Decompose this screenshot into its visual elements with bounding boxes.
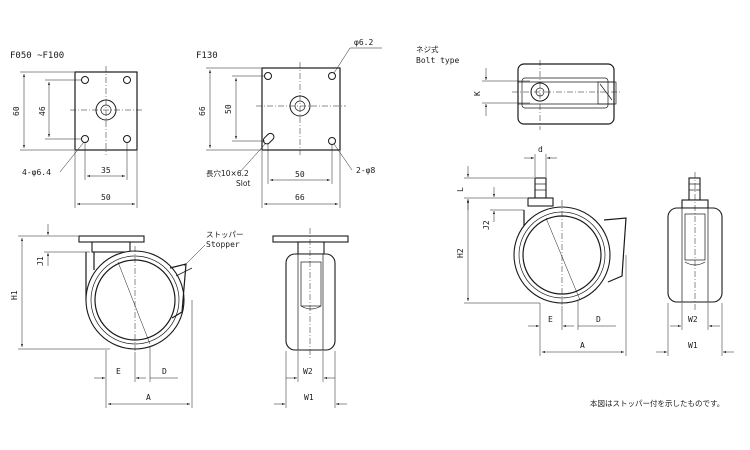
dim-J2: J2	[482, 220, 491, 230]
bolt-type-label: Bolt type	[416, 56, 460, 65]
dim-E-1: E	[116, 367, 121, 376]
dim-46: 46	[38, 106, 47, 116]
dim-35: 35	[101, 166, 111, 175]
dim-d: d	[538, 145, 543, 154]
dim-W1-a: W1	[304, 393, 314, 402]
dim-K: K	[473, 91, 482, 96]
dim-A-1: A	[146, 393, 151, 402]
f050-title: F050 ~F100	[10, 51, 64, 61]
dim-W2-b: W2	[688, 315, 698, 324]
dia-62-label: φ6.2	[354, 38, 373, 47]
dim-60: 60	[12, 106, 21, 116]
dim-W2-a: W2	[303, 367, 313, 376]
side-view-left: ストッパー Stopper J1 H1 E D A	[10, 224, 244, 408]
dim-50-c: 50	[295, 170, 305, 179]
slot-jp-label: 長穴10×6.2	[206, 168, 249, 178]
dim-50-a: 50	[101, 193, 111, 202]
neji-jp-label: ネジ式	[416, 44, 439, 54]
slot-en-label: Slot	[236, 179, 250, 188]
dim-A-2: A	[580, 341, 585, 350]
plate-f130-view: F130 φ6.2 66 50 50 66 長穴10	[196, 38, 382, 208]
front-view-left: W2 W1	[272, 228, 349, 408]
dim-D-1: D	[162, 367, 167, 376]
note-text: 本図はストッパー付を示したものです。	[590, 398, 724, 408]
front-view-right: W2 W1	[656, 172, 734, 356]
stopper-en-label: Stopper	[206, 240, 240, 249]
dim-50-b: 50	[224, 104, 233, 114]
dim-66: 66	[198, 106, 207, 116]
dim-L: L	[456, 187, 465, 192]
dim-D-2: D	[596, 315, 601, 324]
side-view-right: d L J2 H2 E D A	[456, 145, 627, 356]
f130-title: F130	[196, 51, 218, 61]
dim-W1-b: W1	[688, 341, 698, 350]
dim-H1: H1	[10, 290, 19, 300]
dim-66-b: 66	[295, 193, 305, 202]
bolt-top-view: ネジ式 Bolt type K	[416, 44, 620, 130]
dim-J1: J1	[36, 256, 45, 266]
plate-f050-view: F050 ~F100 60 46 35 50 4-φ6.4	[10, 51, 142, 208]
hole-4-64-label: 4-φ6.4	[22, 168, 51, 177]
hole-2-8-label: 2-φ8	[356, 166, 375, 175]
stopper-jp-label: ストッパー	[206, 230, 244, 239]
dim-H2: H2	[456, 248, 465, 258]
dim-E-2: E	[548, 315, 553, 324]
